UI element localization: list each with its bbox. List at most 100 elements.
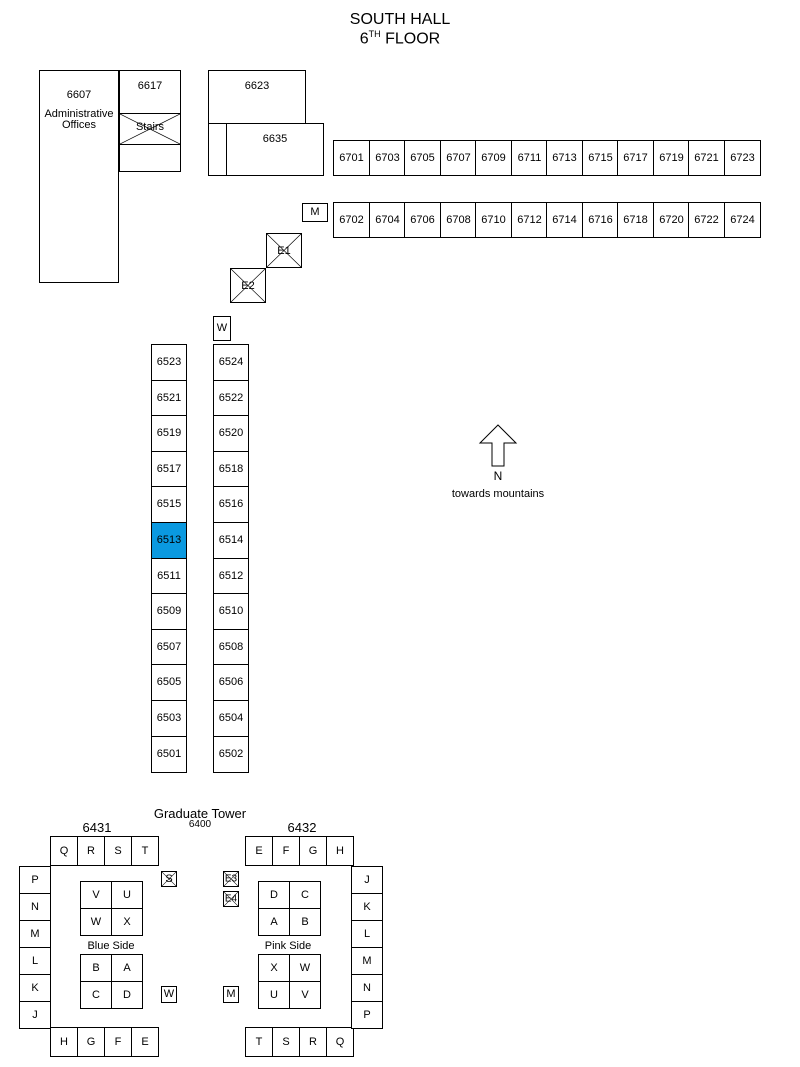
room-6710[interactable]: 6710 (475, 202, 512, 238)
room-6722[interactable]: 6722 (688, 202, 725, 238)
room-6707[interactable]: 6707 (440, 140, 477, 176)
tower-6432-room-F[interactable]: F (272, 836, 300, 866)
room-6502[interactable]: 6502 (213, 736, 249, 773)
tower-6432-room-L-side[interactable]: L (351, 920, 383, 948)
room-6522[interactable]: 6522 (213, 380, 249, 417)
tower-6431-room-G-bottom[interactable]: G (77, 1027, 105, 1057)
tower-6431-pod-U[interactable]: U (111, 881, 143, 909)
tower-6432-pod-V[interactable]: V (289, 981, 321, 1009)
room-6513[interactable]: 6513 (151, 522, 187, 559)
room-6635[interactable]: 6635 (226, 123, 324, 176)
tower-6432-room-S-bottom[interactable]: S (272, 1027, 300, 1057)
room-6716[interactable]: 6716 (582, 202, 619, 238)
room-6712[interactable]: 6712 (511, 202, 548, 238)
womens-restroom-tower[interactable]: W (161, 986, 177, 1003)
tower-6432-room-E[interactable]: E (245, 836, 273, 866)
room-6623[interactable]: 6623 (208, 70, 306, 124)
room-6507[interactable]: 6507 (151, 629, 187, 666)
room-6516[interactable]: 6516 (213, 486, 249, 523)
room-6511[interactable]: 6511 (151, 558, 187, 595)
room-6523[interactable]: 6523 (151, 344, 187, 381)
tower-6431-pod-D[interactable]: D (111, 981, 143, 1009)
room-6515[interactable]: 6515 (151, 486, 187, 523)
tower-6432-pod-W[interactable]: W (289, 954, 321, 982)
room-6717[interactable]: 6717 (617, 140, 654, 176)
tower-6431-pod-X[interactable]: X (111, 908, 143, 936)
room-6505[interactable]: 6505 (151, 664, 187, 701)
room-6503[interactable]: 6503 (151, 700, 187, 737)
tower-6432-pod-A[interactable]: A (258, 908, 290, 936)
tower-6431-room-L-side[interactable]: L (19, 947, 51, 975)
tower-6432-room-J-side[interactable]: J (351, 866, 383, 894)
room-6510[interactable]: 6510 (213, 593, 249, 630)
room-6512[interactable]: 6512 (213, 558, 249, 595)
room-6617[interactable]: 6617 (119, 70, 181, 114)
tower-6432-room-G[interactable]: G (299, 836, 327, 866)
room-6607[interactable] (39, 70, 119, 283)
room-6520[interactable]: 6520 (213, 415, 249, 452)
tower-6432-pod-D[interactable]: D (258, 881, 290, 909)
tower-6432-room-Q-bottom[interactable]: Q (326, 1027, 354, 1057)
room-6501[interactable]: 6501 (151, 736, 187, 773)
room-6703[interactable]: 6703 (369, 140, 406, 176)
tower-6432-room-N-side[interactable]: N (351, 974, 383, 1002)
tower-6431-pod-B[interactable]: B (80, 954, 112, 982)
tower-6432-pod-X[interactable]: X (258, 954, 290, 982)
room-6701[interactable]: 6701 (333, 140, 370, 176)
tower-6432-room-M-side[interactable]: M (351, 947, 383, 975)
room-6702[interactable]: 6702 (333, 202, 370, 238)
tower-6432-pod-B[interactable]: B (289, 908, 321, 936)
tower-6431-room-K-side[interactable]: K (19, 974, 51, 1002)
womens-restroom-top[interactable]: W (213, 316, 231, 341)
tower-6432-pod-U[interactable]: U (258, 981, 290, 1009)
room-6714[interactable]: 6714 (546, 202, 583, 238)
room-6506[interactable]: 6506 (213, 664, 249, 701)
tower-6431-room-H-bottom[interactable]: H (50, 1027, 78, 1057)
room-6724[interactable]: 6724 (724, 202, 761, 238)
room-6711[interactable]: 6711 (511, 140, 548, 176)
room-6521[interactable]: 6521 (151, 380, 187, 417)
tower-6431-room-P-side[interactable]: P (19, 866, 51, 894)
room-6518[interactable]: 6518 (213, 451, 249, 488)
room-6721[interactable]: 6721 (688, 140, 725, 176)
room-6709[interactable]: 6709 (475, 140, 512, 176)
tower-6431-pod-A[interactable]: A (111, 954, 143, 982)
room-6504[interactable]: 6504 (213, 700, 249, 737)
room-6705[interactable]: 6705 (404, 140, 441, 176)
tower-6431-room-T[interactable]: T (131, 836, 159, 866)
room-6517[interactable]: 6517 (151, 451, 187, 488)
tower-6432-room-K-side[interactable]: K (351, 893, 383, 921)
tower-6431-room-Q[interactable]: Q (50, 836, 78, 866)
tower-6431-room-R[interactable]: R (77, 836, 105, 866)
mens-restroom-top[interactable]: M (302, 203, 328, 222)
tower-6431-room-J-side[interactable]: J (19, 1001, 51, 1029)
room-6519[interactable]: 6519 (151, 415, 187, 452)
tower-6431-room-S[interactable]: S (104, 836, 132, 866)
room-6718[interactable]: 6718 (617, 202, 654, 238)
tower-6432-pod-C[interactable]: C (289, 881, 321, 909)
room-6723[interactable]: 6723 (724, 140, 761, 176)
tower-6432-room-T-bottom[interactable]: T (245, 1027, 273, 1057)
tower-6432-room-H[interactable]: H (326, 836, 354, 866)
room-6509[interactable]: 6509 (151, 593, 187, 630)
room-6508[interactable]: 6508 (213, 629, 249, 666)
room-6706[interactable]: 6706 (404, 202, 441, 238)
tower-6431-pod-W[interactable]: W (80, 908, 112, 936)
room-6715[interactable]: 6715 (582, 140, 619, 176)
tower-6431-pod-V[interactable]: V (80, 881, 112, 909)
room-6713[interactable]: 6713 (546, 140, 583, 176)
tower-6431-pod-C[interactable]: C (80, 981, 112, 1009)
room-6524[interactable]: 6524 (213, 344, 249, 381)
room-6704[interactable]: 6704 (369, 202, 406, 238)
room-6719[interactable]: 6719 (653, 140, 690, 176)
tower-6431-room-E-bottom[interactable]: E (131, 1027, 159, 1057)
tower-6431-room-N-side[interactable]: N (19, 893, 51, 921)
tower-6431-room-F-bottom[interactable]: F (104, 1027, 132, 1057)
room-6514[interactable]: 6514 (213, 522, 249, 559)
tower-6432-room-R-bottom[interactable]: R (299, 1027, 327, 1057)
mens-restroom-tower[interactable]: M (223, 986, 239, 1003)
room-6720[interactable]: 6720 (653, 202, 690, 238)
tower-6431-room-M-side[interactable]: M (19, 920, 51, 948)
tower-6432-room-P-side[interactable]: P (351, 1001, 383, 1029)
room-6708[interactable]: 6708 (440, 202, 477, 238)
